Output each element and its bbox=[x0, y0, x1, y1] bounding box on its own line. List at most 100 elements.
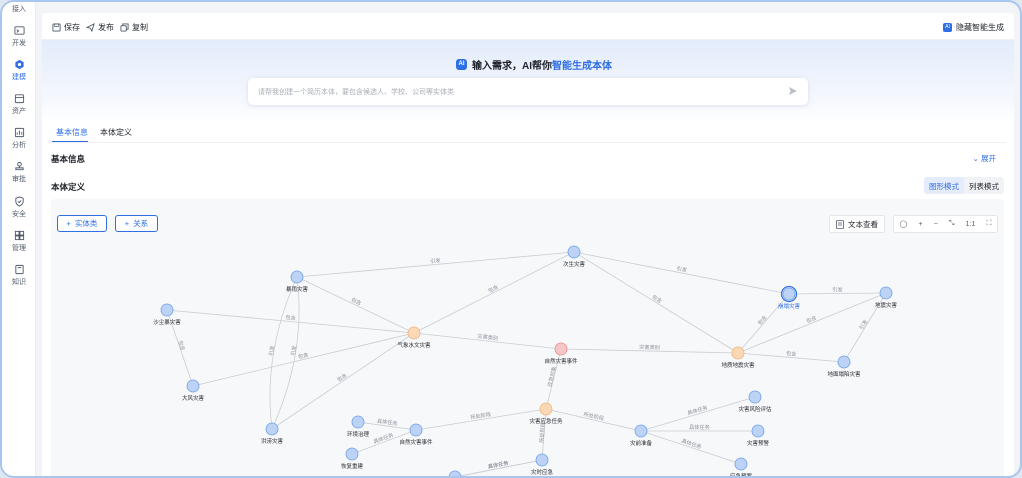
graph-edge[interactable] bbox=[560, 348, 739, 354]
graph-node[interactable] bbox=[345, 447, 359, 461]
edge-label: 包含 bbox=[350, 295, 364, 307]
graph-node[interactable] bbox=[751, 424, 765, 438]
graph-edge[interactable] bbox=[413, 332, 562, 350]
graph-edge[interactable] bbox=[269, 276, 298, 430]
graph-edge[interactable] bbox=[192, 332, 415, 387]
ai-icon: AI bbox=[943, 23, 952, 32]
add-relation-button[interactable]: + 关系 bbox=[115, 215, 158, 232]
graph-edge[interactable] bbox=[545, 348, 562, 410]
sidebar-item-analysis[interactable]: 分析 bbox=[2, 127, 36, 150]
graph-node[interactable] bbox=[539, 402, 553, 416]
node-label: 沙尘暴灾害 bbox=[153, 318, 181, 326]
graph-node[interactable] bbox=[567, 245, 581, 259]
sidebar-item-security[interactable]: 安全 bbox=[2, 196, 36, 219]
sidebar-item-knowledge[interactable]: 知识 bbox=[2, 264, 36, 287]
text-view-button[interactable]: 文本查看 bbox=[829, 215, 885, 233]
node-label: 地质地震灾害 bbox=[721, 361, 755, 369]
graph-node[interactable] bbox=[837, 355, 851, 369]
edge-label: 包含 bbox=[297, 350, 310, 360]
sidebar-item-manage[interactable]: 管理 bbox=[2, 230, 36, 253]
graph-edge[interactable] bbox=[541, 408, 547, 461]
zoom-out-icon[interactable]: − bbox=[933, 220, 938, 228]
graph-node[interactable] bbox=[448, 470, 462, 478]
edge-label: 包含 bbox=[786, 349, 798, 358]
graph-edge[interactable] bbox=[737, 292, 887, 354]
edge-label: 具体任务 bbox=[686, 403, 708, 417]
graph-edge[interactable] bbox=[415, 408, 547, 431]
edge-label: 灾害类别 bbox=[477, 332, 499, 342]
graph-edge[interactable] bbox=[573, 251, 790, 295]
graph-node[interactable] bbox=[265, 422, 279, 436]
copy-button[interactable]: 复制 bbox=[120, 22, 148, 33]
chart-icon bbox=[14, 127, 24, 138]
graph-edge[interactable] bbox=[788, 292, 887, 295]
sidebar-item-approval[interactable]: 审批 bbox=[2, 161, 36, 184]
selected-node-ring bbox=[780, 285, 798, 303]
sidebar-item-access[interactable]: 接入 bbox=[2, 4, 36, 14]
add-entity-button[interactable]: + 实体类 bbox=[57, 215, 107, 232]
graph-edge[interactable] bbox=[545, 408, 642, 432]
graph-edge[interactable] bbox=[640, 396, 756, 432]
sidebar-item-modeling[interactable]: 建模 bbox=[2, 59, 36, 82]
actual-size-button[interactable]: 1:1 bbox=[965, 220, 976, 228]
tab-basic-info[interactable]: 基本信息 bbox=[56, 128, 88, 137]
graph-edge[interactable] bbox=[296, 251, 575, 278]
graph-node[interactable] bbox=[186, 379, 200, 393]
edge-label: 引发 bbox=[267, 345, 277, 357]
node-label: 暴雨灾害 bbox=[286, 285, 309, 293]
expand-button[interactable]: ⌄ 展开 bbox=[972, 154, 996, 163]
graph-node[interactable] bbox=[634, 424, 648, 438]
fullscreen-icon[interactable]: ⛶ bbox=[986, 220, 992, 227]
graph-edge[interactable] bbox=[640, 430, 742, 465]
fit-view-icon[interactable]: ◯ bbox=[899, 221, 908, 228]
graph-mode-button[interactable]: 图形模式 bbox=[924, 177, 964, 194]
save-button[interactable]: 保存 bbox=[52, 22, 80, 33]
list-mode-button[interactable]: 列表模式 bbox=[969, 182, 999, 191]
graph-node[interactable] bbox=[748, 390, 762, 404]
graph-node[interactable] bbox=[734, 457, 748, 471]
node-label: 地面塌陷灾害 bbox=[827, 370, 861, 378]
send-icon bbox=[86, 23, 95, 32]
graph-node[interactable] bbox=[879, 286, 893, 300]
graph-edge[interactable] bbox=[296, 276, 415, 334]
tab-ontology-definition[interactable]: 本体定义 bbox=[100, 128, 132, 137]
stamp-icon bbox=[14, 161, 24, 171]
ai-prompt-input[interactable]: 请帮我创建一个简历本体，要包含候选人、学校、公司等实体类 bbox=[248, 78, 808, 105]
graph-edge[interactable] bbox=[271, 276, 300, 430]
hide-ai-generation-button[interactable]: AI 隐藏智能生成 bbox=[943, 22, 1004, 33]
send-icon[interactable] bbox=[788, 86, 798, 96]
graph-edge[interactable] bbox=[166, 309, 194, 387]
sidebar-item-assets[interactable]: 资产 bbox=[2, 93, 36, 116]
graph-node[interactable] bbox=[407, 326, 421, 340]
ontology-graph[interactable]: 引发包含包含包含包含包含包含灾害类别引发包含引发包含包含包含引发灾害类别引发引发… bbox=[51, 199, 1004, 478]
graph-node[interactable] bbox=[554, 342, 568, 356]
document-icon bbox=[836, 219, 844, 229]
graph-node[interactable] bbox=[290, 270, 304, 284]
toolbar: 保存 发布 复制 AI 隐藏智能生成 bbox=[42, 13, 1014, 40]
graph-edge[interactable] bbox=[413, 251, 575, 334]
publish-button[interactable]: 发布 bbox=[86, 22, 114, 33]
graph-edge[interactable] bbox=[357, 421, 417, 431]
graph-edge[interactable] bbox=[737, 352, 845, 363]
node-label: 洪涝灾害 bbox=[261, 437, 284, 445]
zoom-in-icon[interactable]: + bbox=[918, 220, 923, 228]
graph-node[interactable] bbox=[782, 287, 796, 301]
graph-edge[interactable] bbox=[271, 332, 415, 430]
graph-edge[interactable] bbox=[573, 251, 739, 354]
sidebar-item-develop[interactable]: 开发 bbox=[2, 25, 36, 48]
graph-node[interactable] bbox=[160, 303, 174, 317]
graph-edge[interactable] bbox=[351, 429, 417, 455]
copy-icon bbox=[120, 23, 129, 32]
graph-node[interactable] bbox=[351, 415, 365, 429]
collapse-icon[interactable]: ⤡ bbox=[948, 220, 955, 227]
node-label: 气象水文灾害 bbox=[397, 341, 431, 349]
graph-node[interactable] bbox=[731, 346, 745, 360]
edge-label: 包含 bbox=[285, 313, 297, 322]
graph-node[interactable] bbox=[535, 453, 549, 467]
graph-canvas[interactable]: 引发包含包含包含包含包含包含灾害类别引发包含引发包含包含包含引发灾害类别引发引发… bbox=[51, 199, 1004, 478]
graph-edge[interactable] bbox=[455, 459, 543, 477]
graph-edge[interactable] bbox=[843, 292, 887, 363]
graph-edge[interactable] bbox=[737, 293, 790, 354]
graph-node[interactable] bbox=[409, 423, 423, 437]
graph-edge[interactable] bbox=[166, 309, 415, 334]
